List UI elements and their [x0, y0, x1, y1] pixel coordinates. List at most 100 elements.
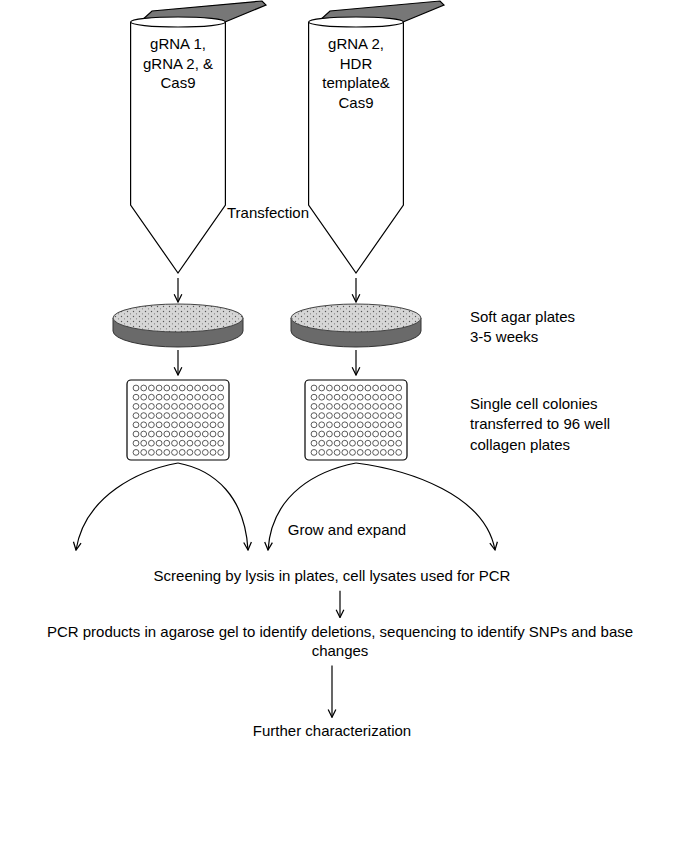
well [202, 394, 208, 400]
flow-arrow [339, 591, 340, 618]
well [380, 413, 386, 419]
well [311, 404, 317, 410]
well [141, 440, 147, 446]
well [388, 450, 394, 456]
well [164, 413, 170, 419]
well [187, 385, 193, 391]
well [380, 431, 386, 437]
well [172, 413, 178, 419]
well [380, 404, 386, 410]
well [350, 440, 356, 446]
step-text: Further characterization [253, 721, 411, 741]
reagent-tube: gRNA 1, gRNA 2, & Cas9 [130, 0, 226, 276]
soft-agar-dish [113, 304, 421, 347]
well [365, 413, 371, 419]
well [133, 440, 139, 446]
well [149, 413, 155, 419]
well [365, 440, 371, 446]
well [388, 404, 394, 410]
well [380, 385, 386, 391]
well [311, 385, 317, 391]
well [327, 385, 333, 391]
well [149, 450, 155, 456]
well [342, 385, 348, 391]
well [342, 450, 348, 456]
well [179, 385, 185, 391]
step-text: Screening by lysis in plates, cell lysat… [154, 566, 511, 586]
well [156, 450, 162, 456]
well [311, 440, 317, 446]
well [342, 422, 348, 428]
well [172, 450, 178, 456]
well [187, 422, 193, 428]
well [357, 450, 363, 456]
process-step: Further characterization [251, 721, 413, 741]
well [319, 422, 325, 428]
well [164, 394, 170, 400]
well [202, 413, 208, 419]
well [164, 450, 170, 456]
well [365, 422, 371, 428]
well [396, 422, 402, 428]
process-step: Grow and expand [286, 520, 408, 540]
well [172, 422, 178, 428]
well [179, 440, 185, 446]
well [342, 431, 348, 437]
well [210, 394, 216, 400]
well [141, 385, 147, 391]
step-text: gRNA 1, gRNA 2, & Cas9 [136, 34, 220, 93]
well [218, 413, 224, 419]
well [187, 404, 193, 410]
well [319, 413, 325, 419]
well [179, 431, 185, 437]
process-step: PCR products in agarose gel to identify … [28, 622, 652, 661]
well [210, 450, 216, 456]
well [319, 394, 325, 400]
well [327, 422, 333, 428]
well [179, 413, 185, 419]
well [187, 431, 193, 437]
well [388, 413, 394, 419]
well [133, 431, 139, 437]
well [202, 431, 208, 437]
well [141, 394, 147, 400]
well [172, 431, 178, 437]
well [334, 450, 340, 456]
well [342, 404, 348, 410]
well [380, 394, 386, 400]
well [334, 385, 340, 391]
well [179, 404, 185, 410]
well [327, 431, 333, 437]
well [373, 404, 379, 410]
well [373, 431, 379, 437]
well [164, 385, 170, 391]
step-text: Grow and expand [288, 520, 406, 540]
well [357, 385, 363, 391]
well [350, 404, 356, 410]
well [195, 422, 201, 428]
well [388, 440, 394, 446]
well [380, 450, 386, 456]
well [133, 422, 139, 428]
well [133, 394, 139, 400]
well [156, 394, 162, 400]
well [172, 385, 178, 391]
well [388, 431, 394, 437]
well [327, 413, 333, 419]
well [373, 413, 379, 419]
well [342, 413, 348, 419]
well [133, 404, 139, 410]
well [396, 394, 402, 400]
well [396, 413, 402, 419]
step-label: Transfection [227, 203, 309, 223]
step-text: gRNA 2, HDR template& Cas9 [314, 34, 398, 112]
well [195, 431, 201, 437]
well [373, 450, 379, 456]
well [195, 394, 201, 400]
process-step: Screening by lysis in plates, cell lysat… [152, 566, 513, 586]
well-plate [127, 380, 407, 460]
well [141, 404, 147, 410]
well [156, 440, 162, 446]
well [388, 422, 394, 428]
well [202, 440, 208, 446]
